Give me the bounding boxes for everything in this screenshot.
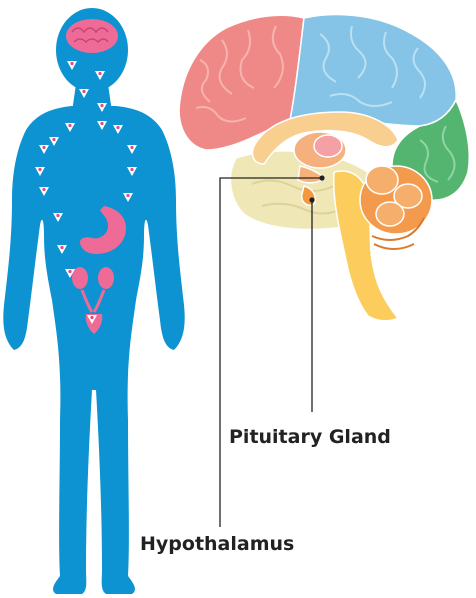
body-brain-icon [66, 19, 118, 53]
body-torso [3, 106, 184, 594]
body-silhouette [3, 8, 184, 594]
hypothalamus-leader-line [220, 178, 322, 527]
pituitary-gland-label: Pituitary Gland [229, 428, 391, 447]
hypothalamus-label: Hypothalamus [140, 535, 294, 554]
pineal-region [314, 135, 342, 157]
parietal-lobe [290, 15, 456, 126]
brain-cross-section [179, 15, 469, 321]
